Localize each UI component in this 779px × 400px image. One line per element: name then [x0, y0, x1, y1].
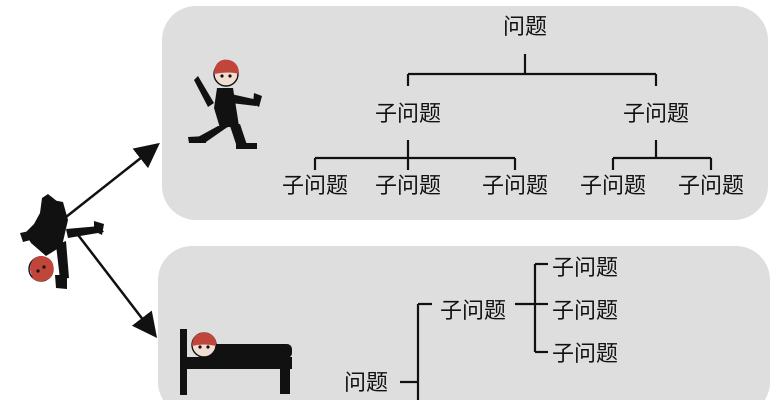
bottom-child-3: 子问题 [552, 342, 618, 367]
bottom-subproblem: 子问题 [440, 299, 506, 324]
top-right-child-2: 子问题 [678, 174, 744, 199]
bottom-child-1: 子问题 [552, 256, 618, 281]
top-left-child-3: 子问题 [482, 174, 548, 199]
top-subproblem-right: 子问题 [623, 102, 689, 127]
bottom-root-node: 问题 [344, 371, 388, 396]
bottom-child-2: 子问题 [552, 299, 618, 324]
top-tree-connectors [313, 54, 713, 170]
arrow-to-top-panel [65, 142, 160, 218]
top-right-child-1: 子问题 [580, 174, 646, 199]
top-root-node: 问题 [503, 15, 547, 40]
top-subproblem-left: 子问题 [375, 102, 441, 127]
arrow-to-bottom-panel [74, 230, 158, 338]
top-left-child-1: 子问题 [282, 174, 348, 199]
running-person-icon [188, 59, 262, 149]
top-left-child-2: 子问题 [375, 174, 441, 199]
top-panel [162, 6, 768, 220]
bottom-tree-connectors [400, 262, 548, 400]
person-in-bed-icon [180, 329, 292, 395]
bottom-panel [158, 246, 770, 400]
falling-person-icon [20, 194, 104, 289]
